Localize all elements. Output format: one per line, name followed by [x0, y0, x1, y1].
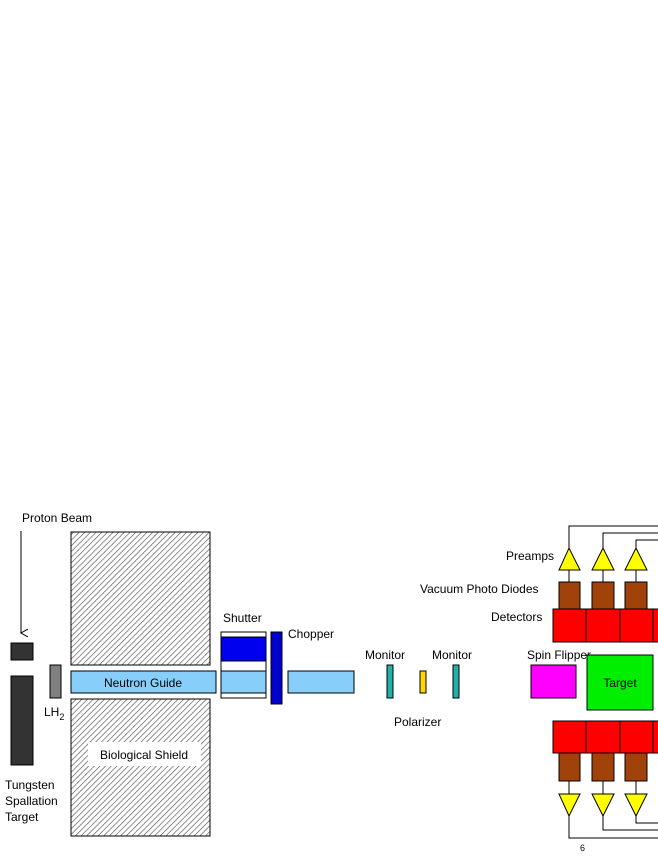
proton-beam-label: Proton Beam — [22, 511, 92, 525]
shutter-label: Shutter — [223, 611, 262, 625]
photo-diode — [558, 752, 581, 782]
polarizer — [419, 670, 427, 694]
monitor-1 — [386, 664, 394, 699]
detectors-label: Detectors — [491, 610, 542, 624]
photo-diode — [558, 581, 581, 610]
guide-section-2 — [287, 670, 355, 694]
polarizer-label: Polarizer — [394, 715, 441, 729]
upper-wiring — [568, 525, 658, 548]
preamps-label: Preamps — [506, 549, 554, 563]
target-label: Target — [603, 676, 637, 690]
detector-block — [652, 608, 658, 643]
photo-diode — [624, 752, 648, 782]
monitor-2 — [452, 664, 460, 699]
lower-wiring — [568, 816, 658, 839]
tungsten-target-block — [10, 675, 34, 766]
preamp-triangle — [624, 793, 648, 818]
chopper — [270, 631, 283, 705]
spin-flipper-label: Spin Flipper — [527, 648, 591, 662]
stray-mark: 6 — [580, 843, 585, 851]
target — [586, 654, 654, 711]
monitor-1-label: Monitor — [365, 648, 405, 662]
detector-block — [585, 720, 621, 754]
biological-shield-lower — [70, 698, 211, 837]
preamp-triangle — [558, 546, 581, 571]
tungsten-label-line3: Target — [5, 810, 39, 824]
detector-block — [585, 608, 621, 643]
shutter-block — [220, 636, 267, 662]
neutron-guide — [70, 670, 217, 694]
upper-moderator-block — [10, 642, 34, 661]
lh2-moderator — [49, 664, 62, 699]
tungsten-label-line2: Spallation — [5, 794, 58, 808]
lh2-label: LH2 — [44, 705, 64, 722]
chopper-label: Chopper — [288, 627, 334, 641]
detector-block — [652, 720, 658, 754]
neutron-guide-label: Neutron Guide — [104, 676, 182, 690]
spin-flipper — [530, 664, 577, 699]
biological-shield-label-bg — [88, 742, 201, 766]
preamp-triangle — [558, 793, 581, 818]
preamp-triangle — [591, 793, 615, 818]
vacuum-photo-diodes-label: Vacuum Photo Diodes — [420, 582, 539, 596]
detector-block — [552, 720, 587, 754]
preamp-triangle — [624, 546, 648, 571]
detector-block — [619, 608, 654, 643]
tungsten-label-line1: Tungsten — [5, 778, 55, 792]
detector-block — [552, 608, 587, 643]
biological-shield-label: Biological Shield — [100, 748, 188, 762]
monitor-2-label: Monitor — [432, 648, 472, 662]
photo-diode — [624, 581, 648, 610]
preamp-triangle — [591, 546, 615, 571]
detector-block — [619, 720, 654, 754]
shutter-guide-section — [220, 670, 267, 694]
photo-diode — [591, 581, 615, 610]
photo-diode — [591, 752, 615, 782]
biological-shield-upper — [70, 531, 211, 666]
